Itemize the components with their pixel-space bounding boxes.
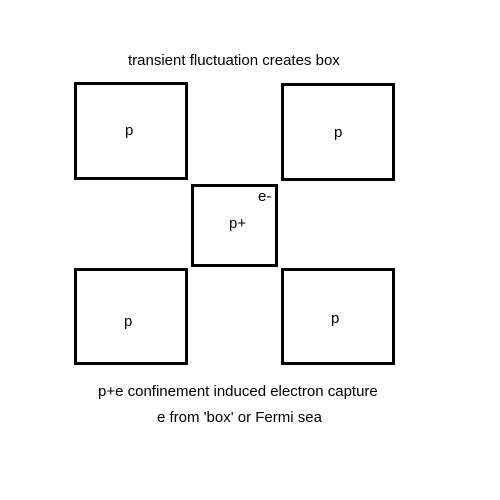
proton-label: p bbox=[334, 124, 343, 141]
bottom-caption-line-1: p+e confinement induced electron capture bbox=[98, 383, 378, 400]
proton-label: p bbox=[331, 310, 340, 327]
top-caption: transient fluctuation creates box bbox=[128, 52, 340, 69]
proton-box-top-right: p bbox=[281, 83, 395, 181]
proton-box-bottom-right: p bbox=[281, 268, 395, 365]
bottom-caption-line-2: e from 'box' or Fermi sea bbox=[157, 409, 322, 426]
proton-label: p bbox=[124, 313, 133, 330]
proton-plus-label: p+ bbox=[229, 215, 247, 232]
proton-label: p bbox=[125, 122, 134, 139]
electron-label: e- bbox=[258, 188, 272, 205]
proton-box-center: p+ bbox=[191, 184, 278, 267]
proton-box-bottom-left: p bbox=[74, 268, 188, 365]
proton-box-top-left: p bbox=[74, 82, 188, 180]
